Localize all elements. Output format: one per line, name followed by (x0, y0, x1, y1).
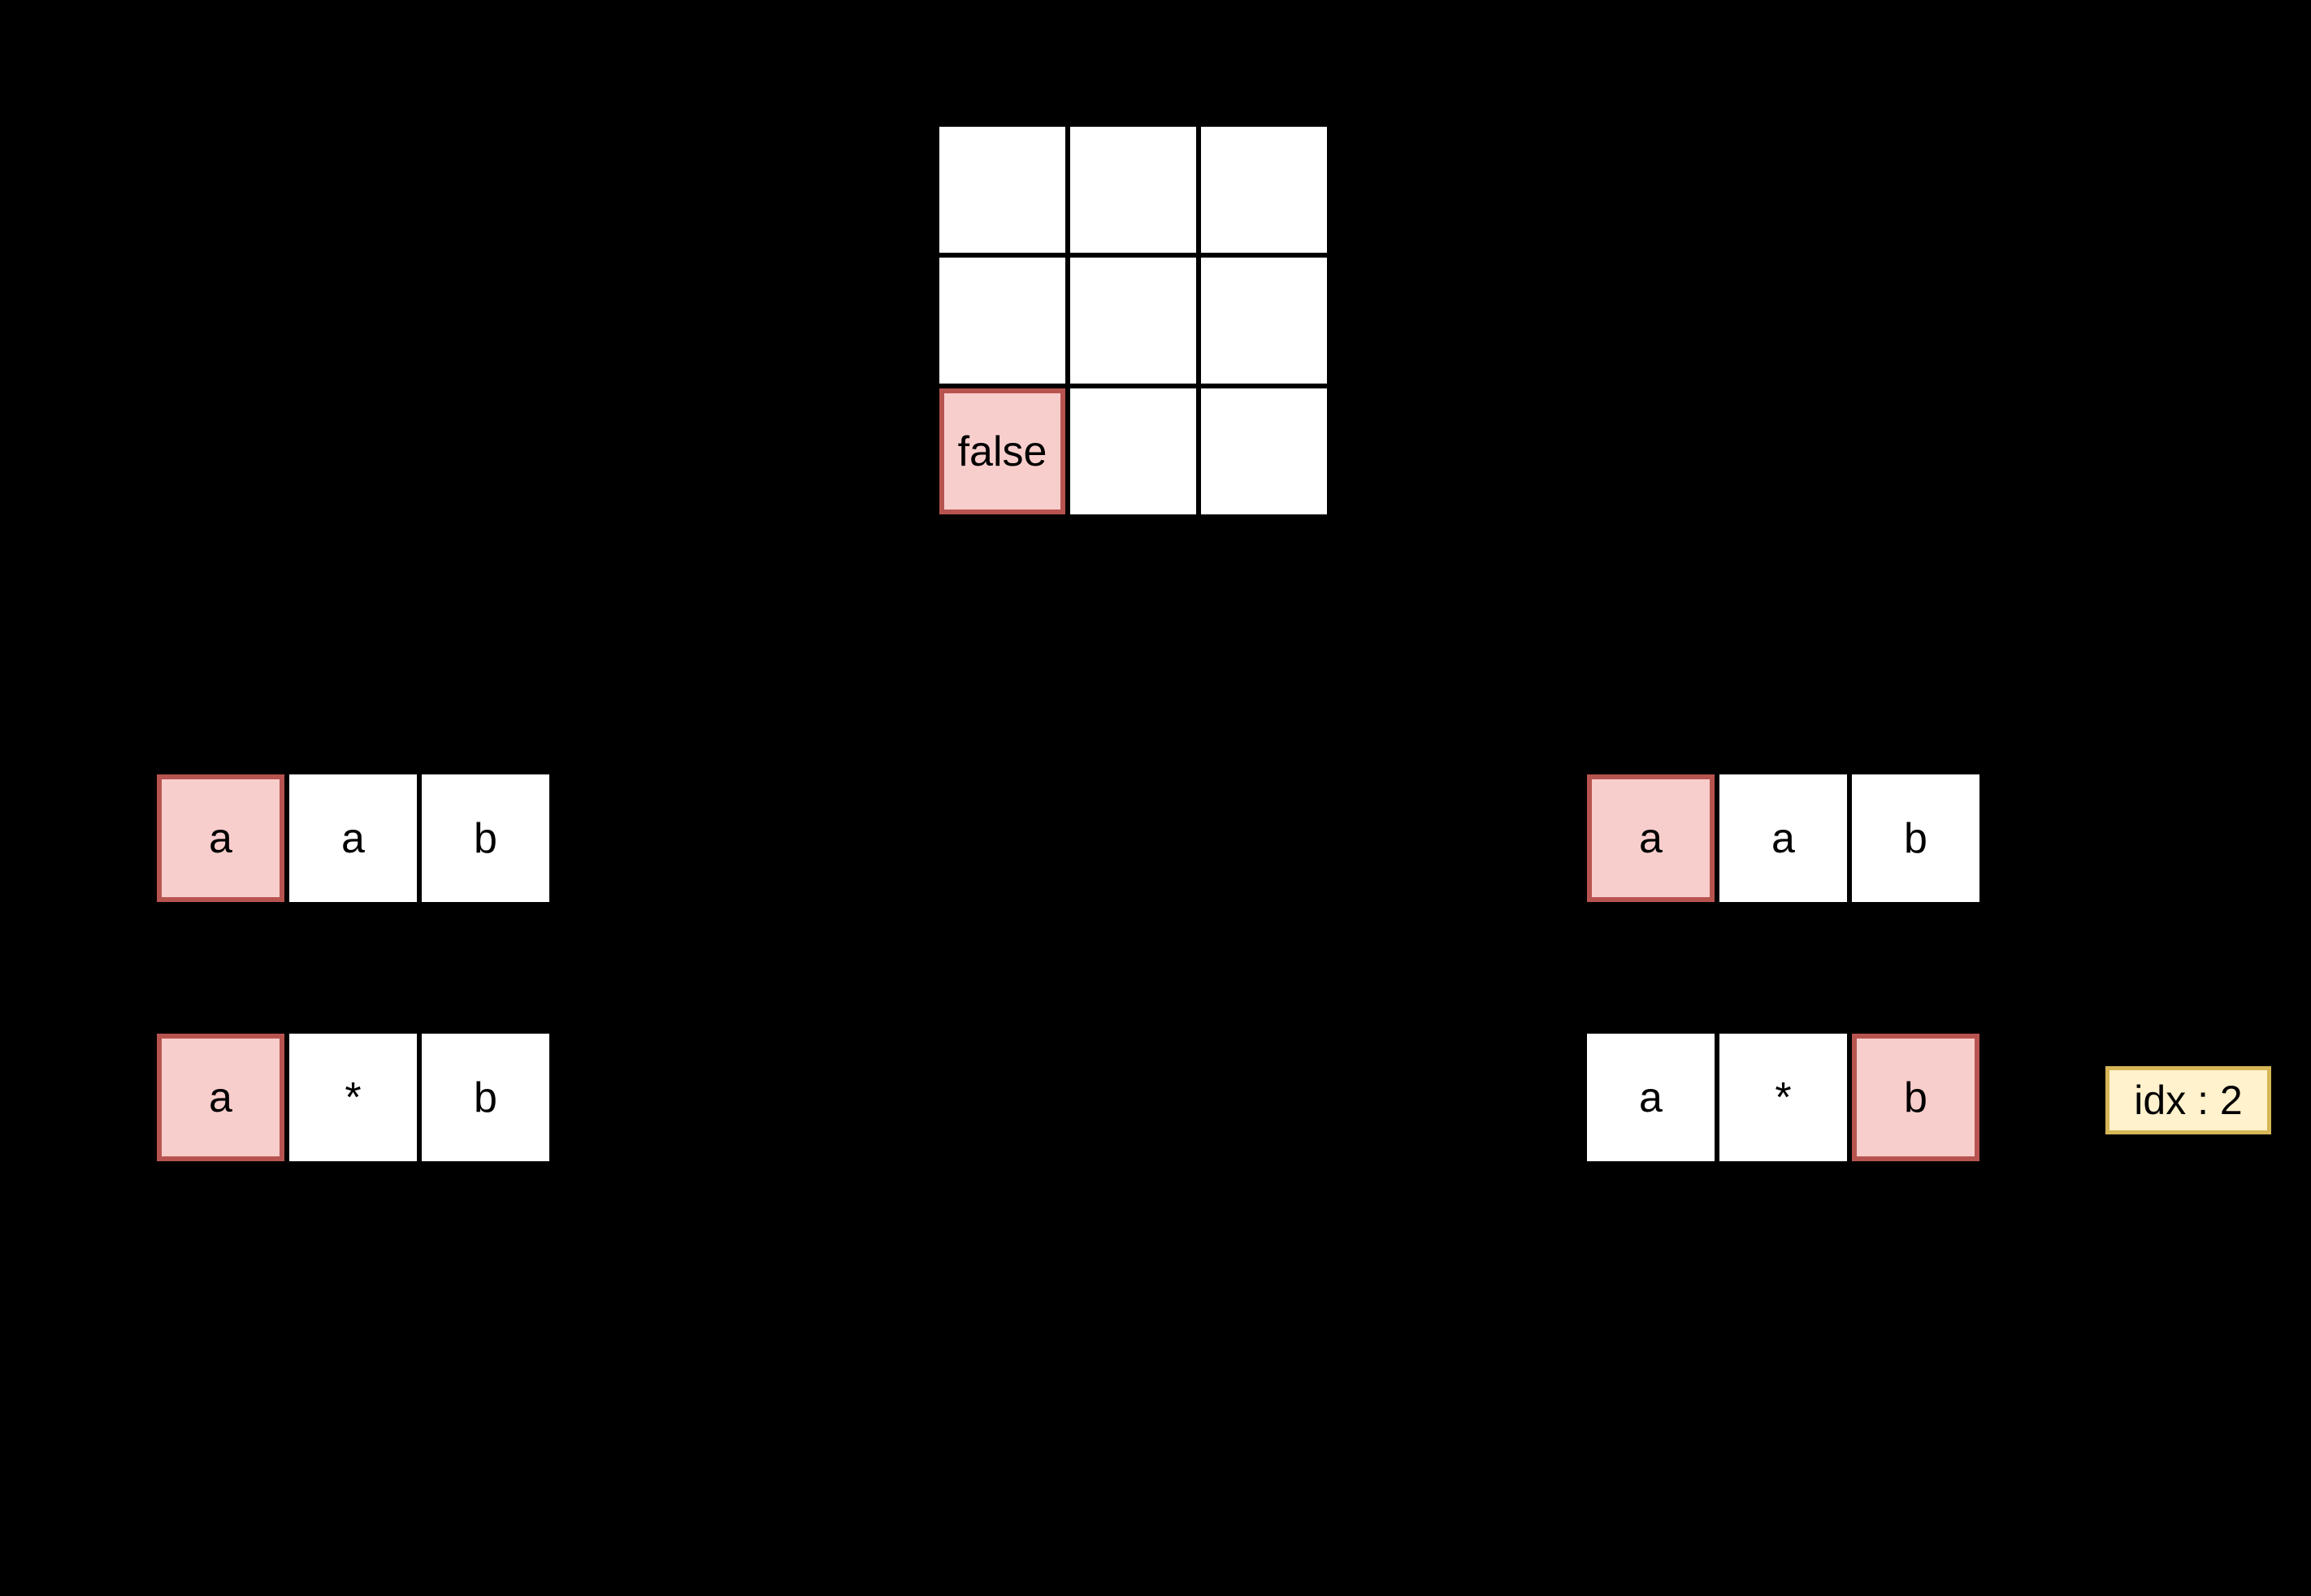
array-cell: * (289, 1034, 417, 1161)
grid-cell (939, 127, 1065, 253)
string-array-right-top: a a b (1587, 774, 1979, 902)
array-cell: a (1719, 774, 1847, 902)
array-cell: * (1719, 1034, 1847, 1161)
array-cell: b (1852, 1034, 1979, 1161)
array-cell: a (157, 774, 284, 902)
array-cell: a (1587, 774, 1715, 902)
array-cell: a (289, 774, 417, 902)
grid-cell (1070, 258, 1196, 384)
array-cell: b (1852, 774, 1979, 902)
grid-cell (939, 258, 1065, 384)
array-cell: b (422, 1034, 549, 1161)
string-array-left-top: a a b (157, 774, 549, 902)
grid-cell (1201, 127, 1327, 253)
array-cell: b (422, 774, 549, 902)
grid-cell-false: false (939, 388, 1065, 514)
dp-grid: false (939, 127, 1327, 514)
array-cell: a (1587, 1034, 1715, 1161)
array-cell: a (157, 1034, 284, 1161)
pattern-array-left-bottom: a * b (157, 1034, 549, 1161)
grid-cell (1201, 388, 1327, 514)
pattern-array-right-bottom: a * b (1587, 1034, 1979, 1161)
grid-cell (1201, 258, 1327, 384)
idx-badge: idx : 2 (2105, 1066, 2271, 1134)
grid-cell (1070, 388, 1196, 514)
grid-cell (1070, 127, 1196, 253)
